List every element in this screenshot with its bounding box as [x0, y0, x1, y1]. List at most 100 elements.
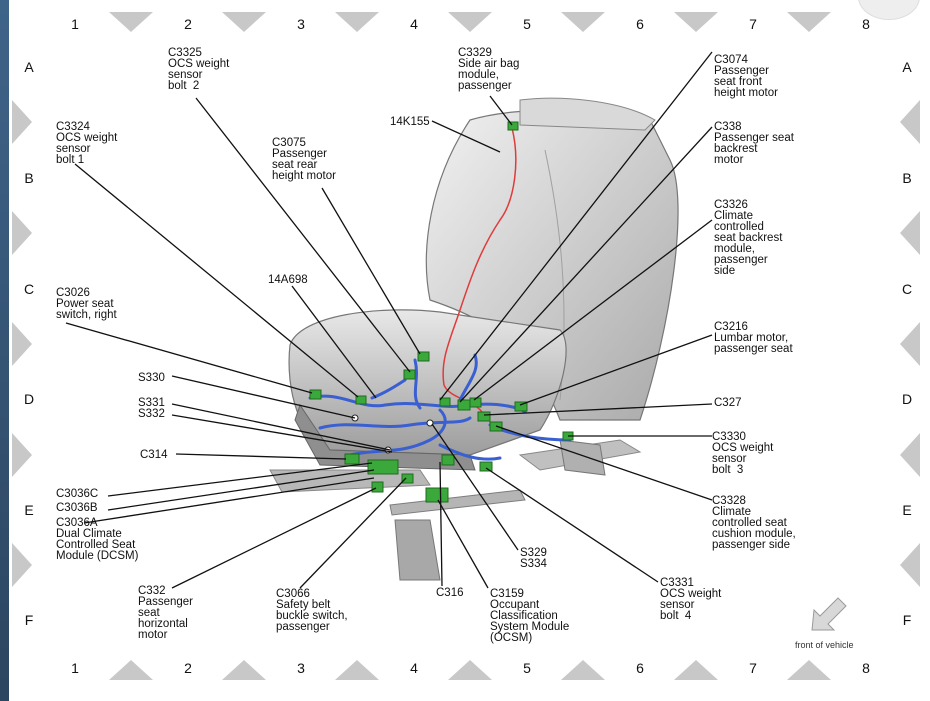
grid-marker-bottom-3	[335, 660, 379, 680]
connector-c3036	[367, 459, 399, 475]
arrow-down-left-icon	[811, 597, 847, 631]
label-c3331: C3331 OCS weight sensor bolt 4	[660, 577, 722, 622]
label-c3329: C3329 Side air bag module, passenger	[458, 47, 520, 92]
col-top-8: 8	[862, 16, 870, 32]
label-c3026: C3026 Power seat switch, right	[56, 287, 117, 321]
row-right-d: D	[901, 391, 913, 407]
grid-marker-left-2	[12, 211, 32, 255]
col-top-5: 5	[523, 16, 531, 32]
grid-marker-bottom-6	[674, 660, 718, 680]
row-right-a: A	[902, 59, 912, 75]
grid-marker-top-3	[335, 12, 379, 32]
row-left-b: B	[24, 170, 34, 186]
connector-c327	[477, 411, 491, 422]
front-of-vehicle-label: front of vehicle	[795, 640, 854, 650]
connector-c3075	[417, 351, 430, 362]
col-bottom-5: 5	[523, 660, 531, 676]
label-c3324: C3324 OCS weight sensor bolt 1	[56, 121, 118, 166]
row-left-e: E	[24, 502, 34, 518]
row-right-c: C	[901, 281, 913, 297]
seat-track	[389, 489, 526, 516]
grid-marker-right-3	[900, 322, 920, 366]
connector-c3326	[469, 397, 482, 408]
connector-c3324	[403, 369, 416, 380]
connector-c3066	[401, 473, 414, 484]
col-bottom-1: 1	[71, 660, 79, 676]
label-c3159: C3159 Occupant Classification System Mod…	[490, 588, 570, 644]
airbag-wire	[442, 127, 517, 419]
label-c3074: C3074 Passenger seat front height motor	[714, 54, 778, 99]
grid-marker-left-4	[12, 433, 32, 477]
grid-marker-right-2	[900, 211, 920, 255]
label-c3216: C3216 Lumbar motor, passenger seat	[714, 321, 793, 355]
row-left-a: A	[24, 59, 34, 75]
col-top-2: 2	[184, 16, 192, 32]
row-right-f: F	[902, 612, 912, 628]
col-top-3: 3	[297, 16, 305, 32]
label-s331-s332: S331 S332	[138, 397, 165, 420]
label-c327: C327	[714, 397, 742, 409]
connector-c314	[344, 453, 360, 465]
col-top-1: 1	[71, 16, 79, 32]
label-c332: C332 Passenger seat horizontal motor	[138, 585, 193, 641]
col-top-4: 4	[410, 16, 418, 32]
grid-markers	[12, 12, 920, 680]
window-left-strip	[0, 0, 9, 701]
grid-marker-top-4	[448, 12, 492, 32]
label-14a698: 14A698	[268, 274, 308, 286]
grid-marker-bottom-4	[448, 660, 492, 680]
col-top-6: 6	[636, 16, 644, 32]
grid-marker-bottom-1	[109, 660, 153, 680]
label-c3066: C3066 Safety belt buckle switch, passeng…	[276, 588, 348, 633]
grid-marker-top-1	[109, 12, 153, 32]
connector-c316	[441, 454, 455, 466]
label-c3330: C3330 OCS weight sensor bolt 3	[712, 431, 774, 476]
label-c338: C338 Passenger seat backrest motor	[714, 121, 794, 166]
grid-marker-top-2	[222, 12, 266, 32]
grid-marker-top-6	[674, 12, 718, 32]
connector-c3074	[439, 397, 451, 407]
grid-marker-left-5	[12, 543, 32, 587]
grid-marker-right-1	[900, 100, 920, 144]
seat-leg-front	[394, 519, 441, 581]
grid-marker-bottom-7	[787, 660, 831, 680]
label-c3325: C3325 OCS weight sensor bolt 2	[168, 47, 230, 92]
label-14k155: 14K155	[390, 116, 430, 128]
row-right-e: E	[902, 502, 912, 518]
grid-marker-right-4	[900, 433, 920, 477]
label-s330: S330	[138, 372, 165, 384]
connector-c3331	[479, 461, 493, 472]
col-bottom-7: 7	[749, 660, 757, 676]
connector-c3216	[514, 401, 528, 412]
grid-marker-right-5	[900, 543, 920, 587]
col-bottom-6: 6	[636, 660, 644, 676]
headrest	[519, 97, 656, 131]
connector-c3159	[425, 487, 449, 503]
label-c3036c: C3036C	[56, 488, 99, 500]
grid-marker-bottom-2	[222, 660, 266, 680]
col-bottom-3: 3	[297, 660, 305, 676]
cushion-side	[294, 403, 476, 471]
leader-lines	[65, 51, 713, 589]
grid-marker-top-7	[787, 12, 831, 32]
frame-bottom-gap	[9, 685, 930, 701]
label-c316: C316	[436, 587, 464, 599]
connector-a698	[355, 395, 367, 405]
col-bottom-8: 8	[862, 660, 870, 676]
grid-marker-bottom-5	[561, 660, 605, 680]
row-left-c: C	[23, 281, 35, 297]
row-left-d: D	[23, 391, 35, 407]
label-c3328: C3328 Climate controlled seat cushion mo…	[712, 495, 796, 551]
label-c3036a: C3036A Dual Climate Controlled Seat Modu…	[56, 517, 139, 562]
connector-c332	[371, 481, 384, 493]
label-c314: C314	[140, 449, 168, 461]
row-left-f: F	[24, 612, 34, 628]
col-bottom-2: 2	[184, 660, 192, 676]
frame-right-edge	[924, 0, 930, 685]
connector-c3026	[309, 389, 322, 400]
col-bottom-4: 4	[410, 660, 418, 676]
col-top-7: 7	[749, 16, 757, 32]
connector-c3329	[507, 121, 519, 131]
grid-marker-top-5	[561, 12, 605, 32]
